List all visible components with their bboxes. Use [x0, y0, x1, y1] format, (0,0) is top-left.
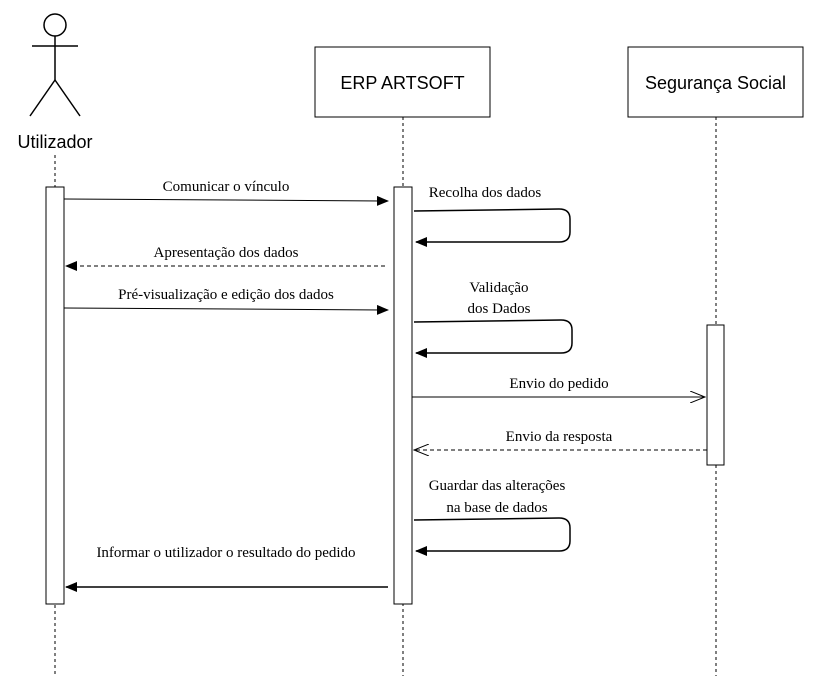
- message-label-line-1: Guardar das alterações: [429, 478, 566, 494]
- message-informar-utilizador: Informar o utilizador o resultado do ped…: [65, 545, 388, 592]
- message-label: Apresentação dos dados: [154, 245, 299, 261]
- message-arrow: [63, 195, 389, 206]
- message-label: Informar o utilizador o resultado do ped…: [96, 545, 355, 561]
- message-envio-pedido: Envio do pedido: [412, 376, 705, 397]
- participant-erp-label: ERP ARTSOFT: [340, 73, 464, 93]
- activation-utilizador: [45, 186, 65, 605]
- message-label: Recolha dos dados: [429, 185, 542, 201]
- message-self-arrow: [413, 208, 571, 247]
- participant-social-label: Segurança Social: [645, 73, 786, 93]
- message-self-arrow: [413, 319, 573, 358]
- message-label-line-2: na base de dados: [446, 500, 547, 516]
- actor-right-leg: [54, 79, 81, 117]
- actor-utilizador: Utilizador: [17, 13, 93, 152]
- message-pre-visualizacao: Pré-visualização e edição dos dados: [63, 287, 389, 315]
- message-guardar-alteracoes: Guardar das alterações na base de dados: [413, 478, 571, 556]
- message-label: Envio do pedido: [509, 376, 608, 392]
- message-label-line-1: Validação: [469, 280, 528, 296]
- participant-erp-box: [314, 46, 491, 118]
- message-comunicar-vinculo: Comunicar o vínculo: [63, 179, 389, 206]
- message-label: Envio da resposta: [506, 429, 613, 445]
- participant-erp-artsoft: ERP ARTSOFT: [314, 46, 491, 118]
- message-validacao-dados: Validação dos Dados: [413, 280, 573, 358]
- message-self-arrow: [413, 517, 571, 556]
- message-apresentacao-dados: Apresentação dos dados: [65, 245, 385, 271]
- actor-head: [43, 13, 67, 37]
- message-arrow: [63, 304, 389, 315]
- message-label: Comunicar o vínculo: [163, 179, 290, 195]
- actor-label: Utilizador: [17, 132, 92, 152]
- message-recolha-dados: Recolha dos dados: [413, 185, 571, 247]
- message-envio-resposta: Envio da resposta: [414, 429, 707, 450]
- message-label-line-2: dos Dados: [468, 301, 531, 317]
- message-label: Pré-visualização e edição dos dados: [118, 287, 334, 303]
- participant-seguranca-social: Segurança Social: [627, 46, 804, 118]
- activation-social: [706, 324, 725, 466]
- participant-social-box: [627, 46, 804, 118]
- activation-erp: [393, 186, 413, 605]
- actor-left-leg: [29, 79, 56, 117]
